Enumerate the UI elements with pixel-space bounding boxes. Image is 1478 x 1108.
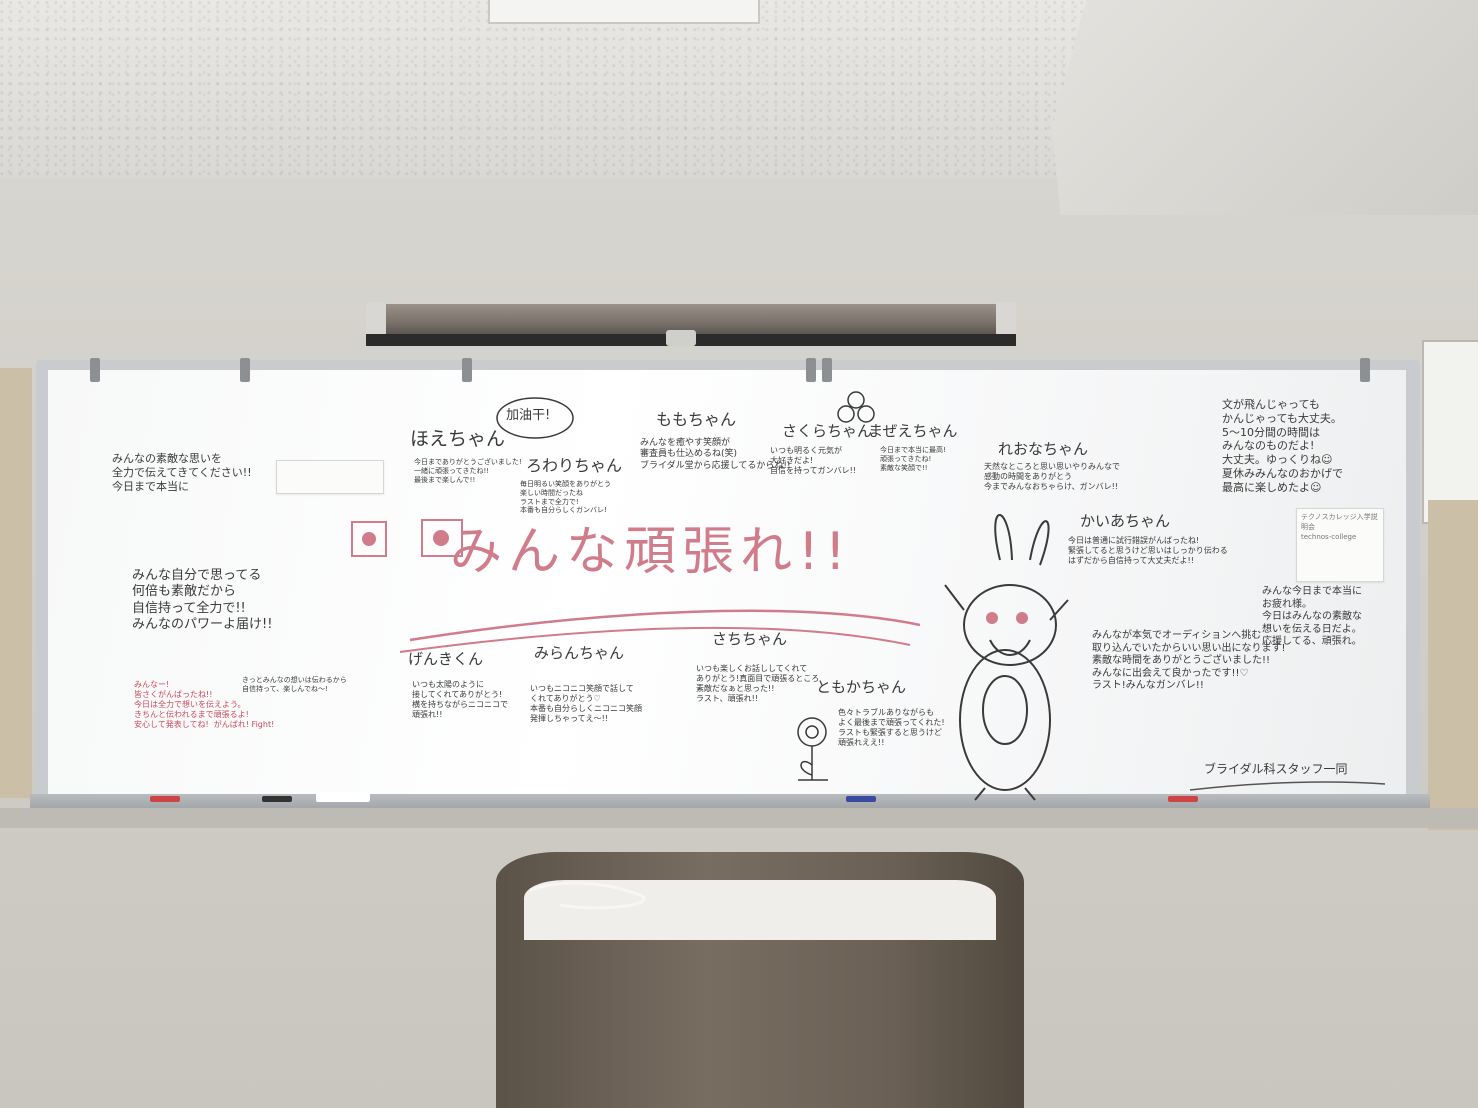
left-cork-board [0,368,32,798]
speech-bubble-text: 加油干! [506,408,551,423]
msg-sakurachan: さくらちゃん [782,422,873,440]
msg-right-mid: みんなが本気でオーディションへ挑む 取り込んでいたからいい思い出になります! 素… [1092,630,1286,691]
flag-left-circle [362,532,376,546]
blue-marker[interactable] [846,796,876,802]
msg-hoechan: ほえちゃん [410,428,506,450]
msg-kaachan-body: 今日は普通に試行錯誤がんばったね! 緊張してると思うけど思いはしっかり伝わる は… [1068,536,1228,565]
msg-left-mid: みんな自分で思ってる 何倍も素敵だから 自信持って全力で!! みんなのパワーよ届… [132,568,273,632]
msg-mazechan-body: 今日まで本当に最高! 頑張ってきたね! 素敵な笑顔で!! [880,446,946,472]
magnet-clip [90,358,100,382]
wall-rail [0,808,1478,828]
red-marker[interactable] [1168,796,1198,802]
msg-sakurachan-body: いつも明るく元気が 大好きだよ! 自信を持ってガンバレ!! [770,446,857,475]
magnet-clip [1360,358,1370,382]
speech-bubble [496,397,574,439]
notice-paper [1422,340,1478,524]
magnet-clip [462,358,472,382]
lectern-top [524,880,996,940]
marker-tray [30,794,1430,812]
msg-right-mid2: みんな今日まで本当に お疲れ様。 今日はみんなの素敵な 想いを伝える日だよ。 応… [1262,586,1362,647]
flag-right-circle [433,530,449,546]
red-marker[interactable] [150,796,180,802]
whiteboard [48,370,1406,794]
flag-right [421,519,463,557]
rabbit-cheek [1016,612,1028,624]
projector-screen-roll [366,300,1016,350]
msg-miranchan-body: いつもニコニコ笑顔で話して くれてありがとう♡ 本番も自分らしくニコニコ笑顔 発… [530,684,642,723]
msg-signature: ブライダル科スタッフ一同 [1204,762,1348,776]
msg-right-top: 文が飛んじゃっても かんじゃっても大丈夫。 5〜10分間の時間は みんなのものだ… [1222,398,1343,494]
msg-sachan: さちちゃん [712,630,788,648]
msg-renachan-body: 天然なところと思い思いやりみんなで 感動の時間をありがとう 今までみんなおちゃら… [984,462,1120,491]
rabbit-drawing [944,514,1069,801]
signature-underline [1189,781,1386,791]
msg-genkun: げんきくん [408,650,484,668]
msg-warichan: ろわりちゃん [526,456,623,475]
rabbit-cheek [986,612,998,624]
black-marker[interactable] [262,796,292,802]
title-underline-2 [399,626,911,653]
msg-kaachan: かいあちゃん [1080,512,1171,530]
msg-tomokachan: ともかちゃん [816,678,907,696]
magnet-clip [822,358,832,382]
msg-top-left: みんなの素敵な思いを 全力で伝えてきてください!! 今日まで本当に [112,452,252,493]
eraser[interactable] [316,792,370,802]
right-cork-board [1428,500,1478,830]
msg-renachan: れおなちゃん [998,440,1089,458]
msg-left-small: きっとみんなの想いは伝わるから 自信持って、楽しんでね〜! [242,676,347,693]
magnet-clip [240,358,250,382]
msg-tomokachan-body: 色々トラブルありながらも よく最後まで頑張ってくれた! ラストも緊張すると思うけ… [838,708,945,747]
msg-left-red: みんなー! 皆さくがんばったね!! 今日は全力で想いを伝えよう。 きちんと伝われ… [134,680,275,729]
magnet-clip [806,358,816,382]
flag-left [351,521,387,557]
board-title: みんな頑張れ!! [450,522,852,582]
msg-sachan-body: いつも楽しくお話ししてくれて ありがとう!真面目で頑張るところ 素敵だなぁと思っ… [696,664,820,703]
posted-note-left [276,460,384,494]
sunflower-drawing [797,717,828,781]
ceiling-light [488,0,760,24]
msg-momochan: ももちゃん [656,410,737,429]
flyer-text: テクノスカレッジ入学説明会 technos-college [1301,513,1378,541]
msg-genkun-body: いつも太陽のように 接してくれてありがとう! 横を持ちながらニコニコで 頑張れ!… [412,680,508,719]
msg-hoechan-body: 今日までありがとうございました! 一緒に頑張ってきたね!! 最後まで楽しんで!! [414,458,522,484]
ceiling-beam [1052,0,1478,215]
clover-drawing [837,391,875,423]
msg-mazechan: まぜえちゃん [868,422,958,440]
posted-flyer-right: テクノスカレッジ入学説明会 technos-college [1296,508,1384,582]
msg-momochan-body: みんなを癒やす笑顔が 審査員も仕込めるね(笑) ブライダル堂から応援してるからね… [640,438,791,471]
msg-warichan-body: 毎日明るい笑顔をありがとう 楽しい時間だったね ラストまで全力で! 本番も自分ら… [520,480,611,515]
title-underline [409,609,921,642]
msg-miranchan: みらんちゃん [534,644,625,662]
